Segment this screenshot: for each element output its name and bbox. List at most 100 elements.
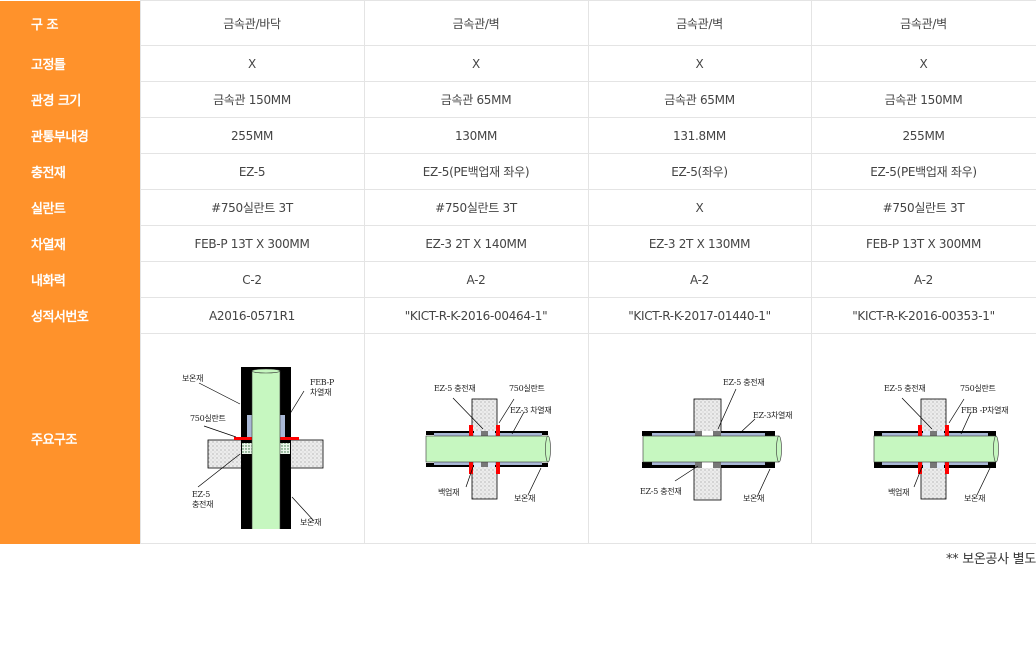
table-row: 고정틀 X X X X (0, 45, 1036, 82)
table-cell: A-2 (587, 261, 812, 298)
table-cell: 금속관/벽 (363, 0, 589, 46)
label-sealant: 750실란트 (960, 383, 996, 393)
sealant-left (234, 436, 252, 440)
table-cell: FEB-P 13T X 300MM (139, 225, 365, 262)
heat-shield-left (247, 414, 253, 440)
table-cell: "KICT-R-K-2016-00464-1" (363, 297, 589, 334)
pipe-end (775, 435, 782, 462)
sealant-bottom-left (917, 461, 922, 474)
callout-arrows (452, 397, 542, 495)
table-cell: FEB-P 13T X 300MM (810, 225, 1036, 262)
table-cell: 130MM (363, 117, 589, 154)
label-backup: 백업재 (438, 487, 459, 497)
pipe-end (992, 435, 999, 462)
pipe-end (545, 435, 551, 462)
table-row: 차열재 FEB-P 13T X 300MM EZ-3 2T X 140MM EZ… (0, 225, 1036, 262)
label-heat-shield: EZ-3 차열재 (510, 406, 551, 415)
sealant-top-right (496, 424, 500, 436)
heat-shield-right (279, 414, 285, 440)
row-header: 주요구조 (0, 333, 140, 544)
label-heat-shield: EZ-3차열재 (753, 411, 792, 420)
table-row: 실란트 #750실란트 3T #750실란트 3T X #750실란트 3T (0, 189, 1036, 226)
table-cell: 금속관 65MM (363, 81, 589, 118)
wall-penetration-diagram-2: EZ-5 충전재 EZ-3차열재 EZ-5 충전재 보온재 (640, 377, 792, 503)
table-row: 내화력 C-2 A-2 A-2 A-2 (0, 261, 1036, 298)
table-cell: X (139, 45, 365, 82)
row-header: 관경 크기 (0, 81, 140, 118)
gap-bottom (701, 461, 713, 468)
table-row-diagrams: 주요구조 (0, 333, 1036, 544)
pipe (251, 370, 281, 529)
label-heat-shield-1: FEB-P (310, 378, 335, 387)
filler-top (929, 430, 937, 436)
gap-top (701, 430, 713, 436)
table-cell: 255MM (810, 117, 1036, 154)
row-header: 성적서번호 (0, 297, 140, 334)
wall-penetration-diagram-1: EZ-5 충전재 750실란트 EZ-3 차열재 백업재 보온재 (425, 383, 552, 503)
filler-top-left (694, 430, 702, 436)
table-cell: X (587, 45, 812, 82)
diagram-cell: EZ-5 충전재 750실란트 EZ-3 차열재 백업재 보온재 (363, 333, 589, 544)
table-cell: EZ-5(PE백업재 좌우) (363, 153, 589, 190)
callout-arrows (197, 382, 315, 521)
label-insulation: 보온재 (743, 494, 764, 503)
diagram-cell: EZ-5 충전재 EZ-3차열재 EZ-5 충전재 보온재 (587, 333, 812, 544)
callout-arrows (674, 388, 770, 497)
label-insulation: 보온재 (964, 494, 985, 503)
label-heat-shield-2: 차열재 (310, 388, 331, 397)
sealant-top-left (469, 424, 473, 436)
table-row: 충전재 EZ-5 EZ-5(PE백업재 좌우) EZ-5(좌우) EZ-5(PE… (0, 153, 1036, 190)
filler-left (242, 442, 253, 454)
filler-bottom-right (712, 461, 721, 468)
wall-penetration-diagram-3: EZ-5 충전재 750실란트 FEB -P차열재 백업재 보온재 (873, 383, 1008, 503)
table-cell: #750실란트 3T (139, 189, 365, 226)
table-cell: EZ-5(PE백업재 좌우) (810, 153, 1036, 190)
pipe (425, 435, 549, 462)
pipe-end (251, 368, 281, 373)
table-cell: 금속관 150MM (139, 81, 365, 118)
floor-penetration-diagram: 보온재 FEB-P 차열재 750실란트 EZ-5 충전재 보온재 (182, 366, 335, 529)
table-cell: 255MM (139, 117, 365, 154)
label-sealant: 750실란트 (509, 383, 545, 393)
table-cell: A2016-0571R1 (139, 297, 365, 334)
diagram-cell: EZ-5 충전재 750실란트 FEB -P차열재 백업재 보온재 (810, 333, 1036, 544)
sealant-bottom-right (496, 461, 500, 474)
row-header: 고정틀 (0, 45, 140, 82)
label-filler-top: EZ-5 충전재 (723, 377, 764, 387)
filler-top (481, 430, 488, 436)
label-filler-2: 충전재 (192, 499, 213, 509)
sealant-bottom-left (469, 461, 473, 474)
table-cell: #750실란트 3T (363, 189, 589, 226)
filler-bottom (929, 461, 937, 468)
label-insulation-bottom: 보온재 (300, 518, 321, 527)
callout-arrows (901, 397, 990, 495)
concrete-slab-right (289, 439, 324, 468)
label-insulation-top: 보온재 (182, 374, 203, 383)
table-cell: C-2 (139, 261, 365, 298)
table-row: 성적서번호 A2016-0571R1 "KICT-R-K-2016-00464-… (0, 297, 1036, 334)
pipe (873, 435, 996, 462)
filler-bottom-left (694, 461, 702, 468)
table-cell: 금속관/바닥 (139, 0, 365, 46)
label-insulation: 보온재 (514, 494, 535, 503)
table-cell: "KICT-R-K-2016-00353-1" (810, 297, 1036, 334)
sealant-right (280, 436, 299, 440)
table-cell: #750실란트 3T (810, 189, 1036, 226)
label-filler: EZ-5 충전재 (434, 383, 475, 393)
table-cell: 금속관/벽 (810, 0, 1036, 46)
filler-top-right (712, 430, 721, 436)
sealant-top-left (917, 424, 922, 436)
table-cell: X (810, 45, 1036, 82)
table-cell: EZ-5(좌우) (587, 153, 812, 190)
table-cell: EZ-3 2T X 130MM (587, 225, 812, 262)
row-header: 내화력 (0, 261, 140, 298)
filler-right (279, 442, 290, 454)
table-cell: EZ-5 (139, 153, 365, 190)
footnote: ** 보온공사 별도 (945, 552, 1036, 567)
row-header: 관통부내경 (0, 117, 140, 154)
concrete-slab-left (207, 439, 243, 468)
table-cell: 131.8MM (587, 117, 812, 154)
label-backup: 백업재 (888, 487, 909, 497)
table-cell: 금속관 65MM (587, 81, 812, 118)
filler-bottom (481, 461, 488, 467)
